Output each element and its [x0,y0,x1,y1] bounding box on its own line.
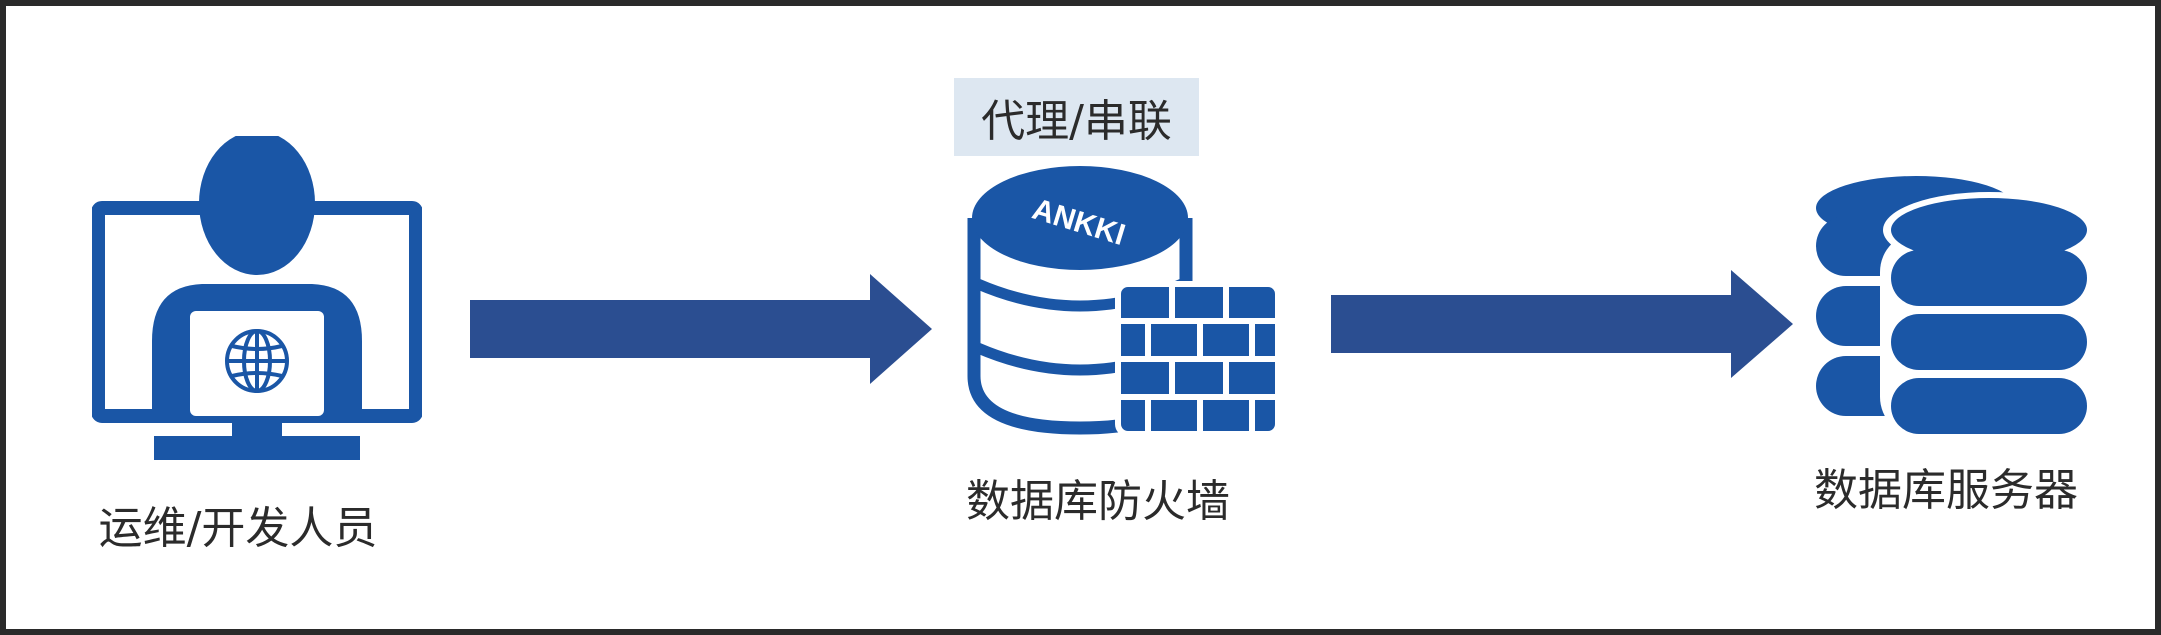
server-node [1806,168,2096,438]
flow-arrow-2 [1331,270,1793,378]
deployment-mode-badge: 代理/串联 [954,78,1199,156]
database-server-icon [1816,176,2096,437]
server-label: 数据库服务器 [1814,465,2078,516]
firewall-label: 数据库防火墙 [966,476,1230,527]
database-firewall-icon: ANKKI [967,166,1281,436]
firewall-node: ANKKI [964,166,1284,436]
flow-arrow-1 [470,274,932,384]
brick-wall-icon [1115,281,1281,436]
developer-label: 运维/开发人员 [98,503,378,554]
diagram-canvas: 运维/开发人员 代理/串联 ANKKI [6,6,2155,629]
developer-monitor-icon [92,136,422,460]
developer-node [92,136,422,466]
